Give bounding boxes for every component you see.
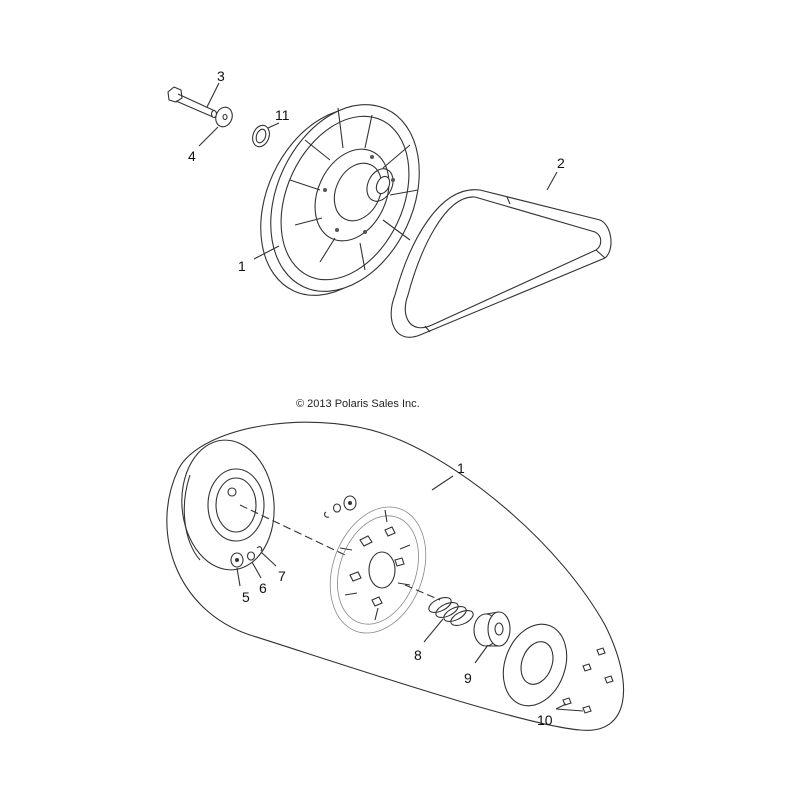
spring-part (428, 597, 474, 626)
clutch-exploded-outline (166, 421, 625, 731)
spacer-ring-part (252, 124, 270, 148)
washer-part (215, 106, 233, 128)
callout-2: 2 (557, 155, 565, 171)
bushing-part (473, 611, 511, 647)
cover-plate-part (502, 623, 568, 707)
callout-10: 10 (537, 712, 553, 728)
callout-4: 4 (188, 148, 196, 164)
upper-roller-set (324, 495, 357, 518)
screws-part (562, 647, 614, 714)
callout-9: 9 (464, 670, 472, 686)
callout-7: 7 (278, 568, 286, 584)
callout-1-lower: 1 (457, 460, 465, 476)
sheave-part (181, 439, 275, 571)
callout-11: 11 (275, 107, 290, 123)
roller-washer-clip (230, 546, 263, 568)
drive-belt (390, 189, 612, 338)
upper-leader-lines (198, 82, 558, 260)
callout-1-upper: 1 (238, 258, 246, 274)
callout-3: 3 (217, 68, 225, 84)
driven-clutch-pulley (260, 104, 420, 296)
assembly-axis-line (239, 504, 346, 556)
moveable-sheave-part (329, 506, 441, 634)
copyright-text: © 2013 Polaris Sales Inc. (296, 398, 420, 410)
callout-6: 6 (259, 580, 267, 596)
bolt-part (167, 86, 218, 119)
callout-5: 5 (242, 589, 250, 605)
callout-8: 8 (414, 647, 422, 663)
lower-leader-lines (236, 475, 584, 712)
